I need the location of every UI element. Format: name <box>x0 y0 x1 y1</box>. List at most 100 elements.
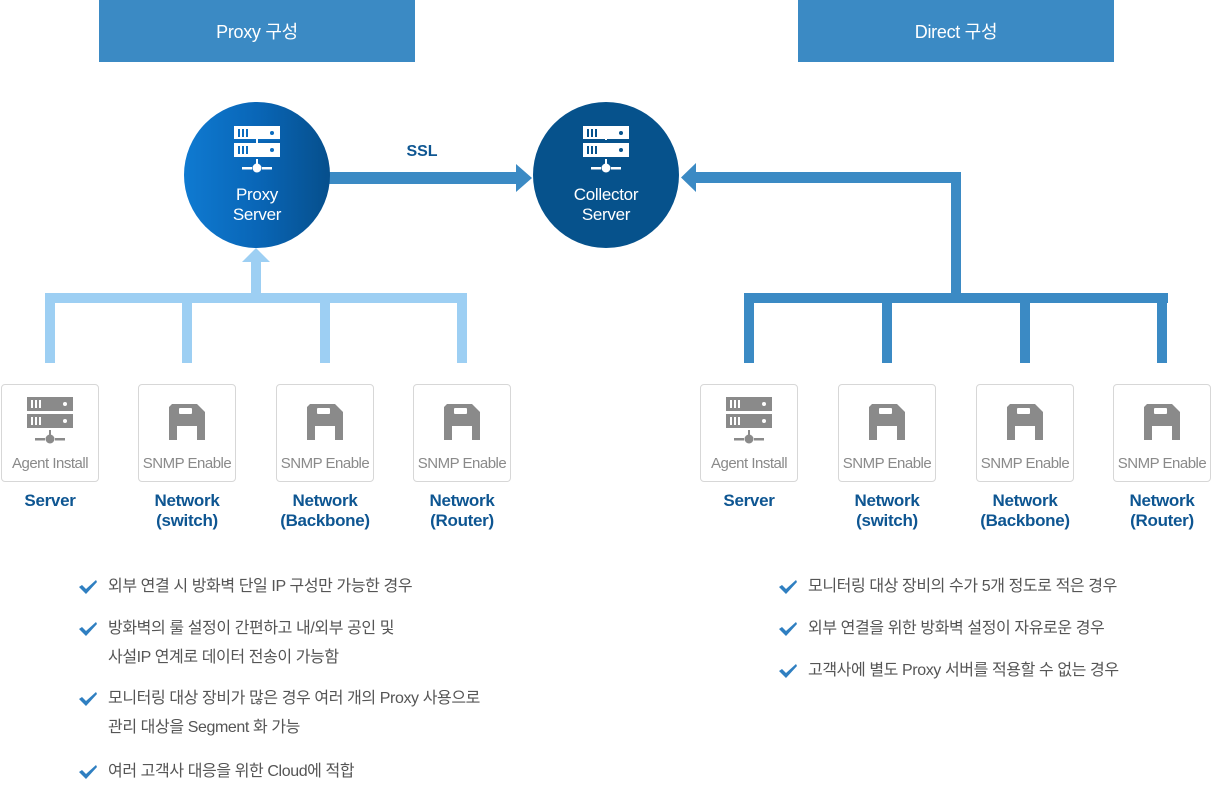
device-name-line1: Server <box>24 491 76 510</box>
device-name: Network(Backbone) <box>255 491 395 531</box>
direct-config-header: Direct 구성 <box>798 0 1114 62</box>
proxy-config-header: Proxy 구성 <box>99 0 415 62</box>
device-name-line1: Network <box>429 491 495 510</box>
device-box: SNMP Enable <box>976 384 1074 482</box>
server-icon <box>27 391 73 453</box>
floppy-icon <box>444 391 480 453</box>
direct-drop-backbone <box>1020 293 1030 363</box>
proxy-tree-lines <box>45 248 467 363</box>
collector-server-label: Collector Server <box>573 185 639 225</box>
floppy-icon <box>869 391 905 453</box>
collector-server-label-line2: Server <box>581 205 631 224</box>
bullet-item: 여러 고객사 대응을 위한 Cloud에 적합 <box>78 757 355 786</box>
device-name-line2: (Backbone) <box>980 511 1070 530</box>
device-caption: SNMP Enable <box>417 455 507 472</box>
device-box: SNMP Enable <box>1113 384 1211 482</box>
proxy-up-arrowhead <box>242 248 270 262</box>
proxy-drop-server <box>45 293 55 363</box>
bullet-item: 방화벽의 룰 설정이 간편하고 내/외부 공인 및 사설IP 연계로 데이터 전… <box>78 614 394 672</box>
device-box: Agent Install <box>1 384 99 482</box>
device-name: Network(Router) <box>1092 491 1212 531</box>
ssl-arrow-shaft <box>328 172 518 184</box>
bullet-text: 모니터링 대상 장비가 많은 경우 여러 개의 Proxy 사용으로 관리 대상… <box>108 690 480 736</box>
server-icon <box>726 391 772 453</box>
floppy-icon <box>169 391 205 453</box>
device-box: SNMP Enable <box>276 384 374 482</box>
bullet-text: 모니터링 대상 장비의 수가 5개 정도로 적은 경우 <box>808 578 1117 595</box>
device-caption: SNMP Enable <box>842 455 932 472</box>
device-box: SNMP Enable <box>413 384 511 482</box>
device-caption: SNMP Enable <box>280 455 370 472</box>
device-name-line2: (Router) <box>1130 511 1194 530</box>
checkmark-icon <box>778 614 800 643</box>
direct-drop-switch <box>882 293 892 363</box>
device-name-line1: Server <box>723 491 775 510</box>
bullet-text: 고객사에 별도 Proxy 서버를 적용할 수 없는 경우 <box>808 662 1119 679</box>
bullet-item: 고객사에 별도 Proxy 서버를 적용할 수 없는 경우 <box>778 656 1119 685</box>
direct-drop-router <box>1157 293 1167 363</box>
checkmark-icon <box>78 684 100 713</box>
device-name: Network(Router) <box>392 491 532 531</box>
ssl-label: SSL <box>406 143 438 160</box>
bullet-item: 모니터링 대상 장비의 수가 5개 정도로 적은 경우 <box>778 572 1117 601</box>
proxy-server-label-line2: Server <box>232 205 282 224</box>
device-caption: Agent Install <box>710 455 788 472</box>
floppy-icon <box>1144 391 1180 453</box>
device-name-line1: Network <box>154 491 220 510</box>
device-caption: SNMP Enable <box>1117 455 1207 472</box>
collector-server-label-line1: Collector <box>573 185 639 204</box>
bullet-text: 외부 연결을 위한 방화벽 설정이 자유로운 경우 <box>808 620 1105 637</box>
device-name-line1: Network <box>1129 491 1195 510</box>
direct-bus-line <box>744 293 1168 303</box>
proxy-up-stem <box>251 262 261 296</box>
bullet-text: 방화벽의 룰 설정이 간편하고 내/외부 공인 및 사설IP 연계로 데이터 전… <box>108 620 395 666</box>
device-name-line1: Network <box>992 491 1058 510</box>
proxy-server-label-line1: Proxy <box>236 185 278 204</box>
bullet-text: 여러 고객사 대응을 위한 Cloud에 적합 <box>108 763 355 780</box>
device-name: Network(switch) <box>117 491 257 531</box>
proxy-bus-line <box>45 293 467 303</box>
device-box: SNMP Enable <box>838 384 936 482</box>
checkmark-icon <box>78 572 100 601</box>
server-icon <box>583 126 629 181</box>
proxy-drop-backbone <box>320 293 330 363</box>
checkmark-icon <box>778 572 800 601</box>
ssl-arrowhead <box>516 164 532 192</box>
checkmark-icon <box>78 757 100 786</box>
direct-top-line <box>696 172 961 183</box>
proxy-server-node: Proxy Server <box>184 102 330 248</box>
direct-drop-server <box>744 293 754 363</box>
device-name-line1: Network <box>854 491 920 510</box>
direct-tree-lines <box>681 163 1168 363</box>
collector-server-node: Collector Server <box>533 102 679 248</box>
direct-arrowhead <box>681 163 696 192</box>
bullet-item: 외부 연결을 위한 방화벽 설정이 자유로운 경우 <box>778 614 1105 643</box>
device-caption: SNMP Enable <box>980 455 1070 472</box>
bullet-item: 모니터링 대상 장비가 많은 경우 여러 개의 Proxy 사용으로 관리 대상… <box>78 684 480 742</box>
device-name-line2: (Router) <box>430 511 494 530</box>
device-box: SNMP Enable <box>138 384 236 482</box>
device-name: Server <box>679 491 819 511</box>
device-name-line2: (switch) <box>856 511 918 530</box>
device-caption: SNMP Enable <box>142 455 232 472</box>
floppy-icon <box>307 391 343 453</box>
device-name-line1: Network <box>292 491 358 510</box>
floppy-icon <box>1007 391 1043 453</box>
bullet-item: 외부 연결 시 방화벽 단일 IP 구성만 가능한 경우 <box>78 572 413 601</box>
checkmark-icon <box>778 656 800 685</box>
device-box: Agent Install <box>700 384 798 482</box>
server-icon <box>234 126 280 181</box>
direct-vertical-line <box>951 172 961 297</box>
device-name: Server <box>0 491 120 511</box>
checkmark-icon <box>78 614 100 643</box>
ssl-arrow <box>328 164 532 192</box>
proxy-drop-router <box>457 293 467 363</box>
device-name: Network(switch) <box>817 491 957 531</box>
device-name-line2: (Backbone) <box>280 511 370 530</box>
bullet-text: 외부 연결 시 방화벽 단일 IP 구성만 가능한 경우 <box>108 578 413 595</box>
device-caption: Agent Install <box>11 455 89 472</box>
proxy-drop-switch <box>182 293 192 363</box>
proxy-server-label: Proxy Server <box>232 185 282 225</box>
device-name: Network(Backbone) <box>955 491 1095 531</box>
